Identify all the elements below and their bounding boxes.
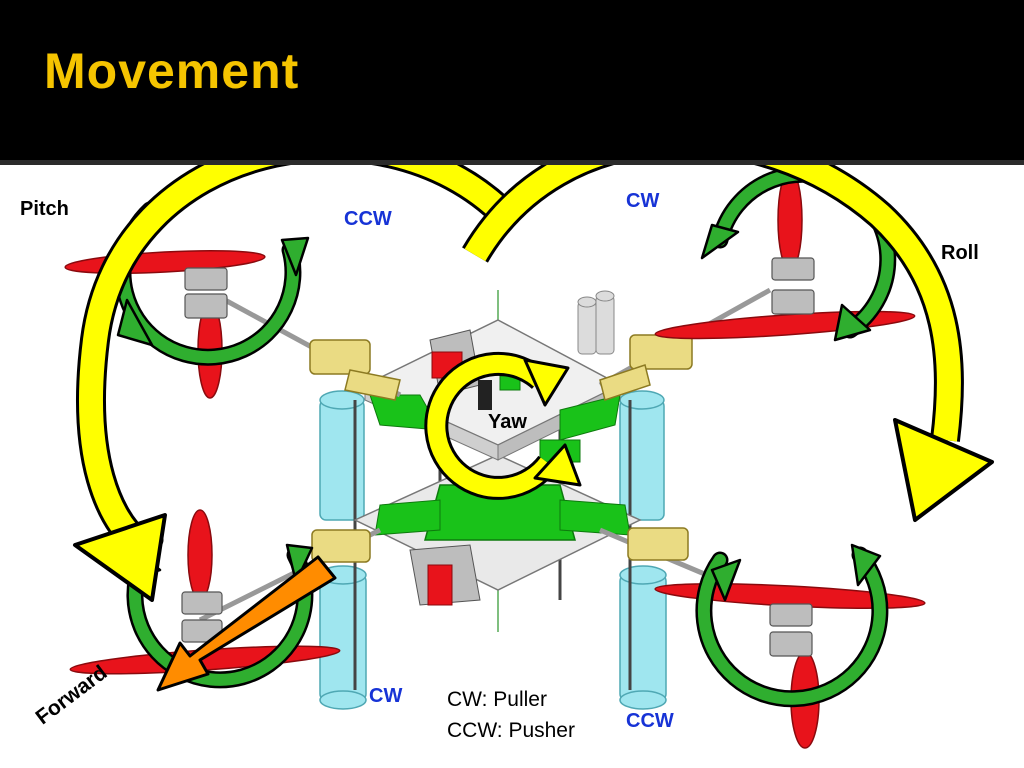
arrowhead-icon — [533, 443, 582, 487]
orange-straight-arrow-forward — [156, 555, 337, 692]
yellow-curved-arrow-pitch — [73, 165, 516, 602]
slide-title: Movement — [44, 43, 300, 99]
motor-icon — [771, 257, 815, 281]
arrowhead-icon — [893, 418, 994, 522]
leg-front-left — [319, 574, 367, 701]
arrowhead-icon — [850, 543, 882, 587]
yellow-circular-arrow-yaw — [424, 351, 582, 500]
rotation-label-cw-top-right: CW — [626, 190, 660, 212]
propeller-front-left — [187, 509, 213, 601]
pitch-label: Pitch — [20, 198, 69, 220]
bottom-camera — [427, 564, 453, 606]
leg-back-right — [619, 399, 665, 521]
green-circular-arrow-front-right — [695, 546, 889, 708]
legend: CW: Puller CCW: Pusher — [447, 684, 575, 746]
battery-cylinders — [577, 290, 615, 355]
propeller-back-left — [64, 249, 266, 275]
green-circular-arrow-front-left — [126, 531, 314, 689]
arrowhead-icon — [73, 513, 167, 602]
arrowhead-icon — [116, 298, 154, 347]
rotation-label-ccw-bottom-right: CCW — [626, 710, 674, 732]
motor-icon — [769, 603, 813, 627]
header-bar — [0, 0, 1024, 160]
roll-label: Roll — [941, 242, 979, 264]
header-divider — [0, 160, 1024, 165]
arrowhead-icon — [280, 236, 310, 277]
arrowhead-icon — [700, 223, 740, 260]
arrowhead-icon — [833, 303, 872, 342]
arm-brackets — [309, 334, 693, 563]
leg-back-left — [319, 399, 365, 521]
arrowhead-icon — [523, 358, 570, 407]
arrowhead-icon — [285, 543, 314, 584]
yaw-label: Yaw — [488, 411, 527, 433]
rotation-label-ccw-top-left: CCW — [344, 208, 392, 230]
yellow-curved-arrow-roll — [462, 165, 994, 522]
leg-front-right — [619, 574, 667, 701]
legend-ccw: CCW: Pusher — [447, 719, 575, 742]
motors — [181, 257, 815, 657]
sensor-box — [478, 380, 492, 410]
arrowhead-icon — [710, 558, 742, 602]
motor-icon — [184, 267, 228, 291]
legend-cw: CW: Puller — [447, 688, 547, 711]
rotation-label-cw-bottom-left: CW — [369, 685, 403, 707]
motor-icon — [181, 591, 223, 615]
